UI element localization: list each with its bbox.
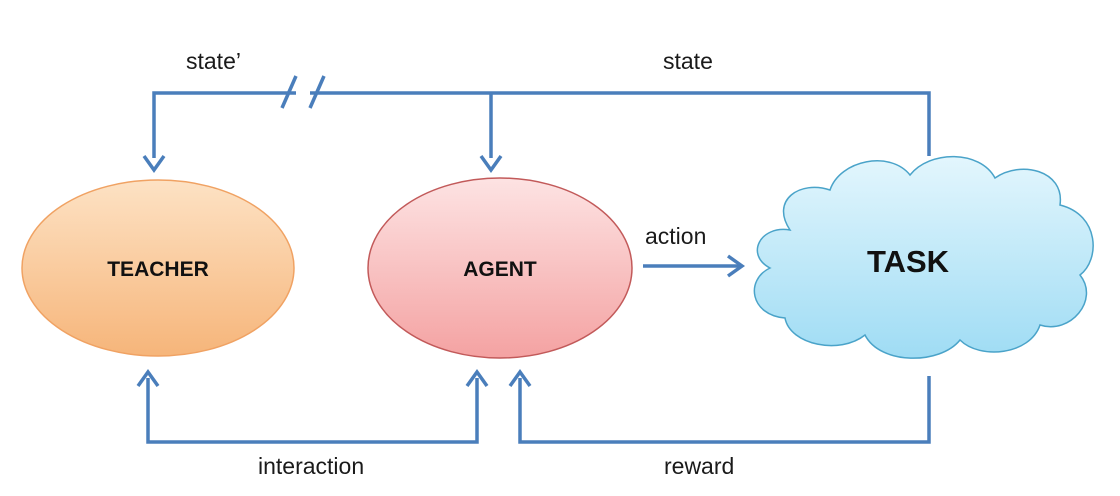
reward-label: reward — [664, 453, 734, 479]
task-node: TASK — [753, 155, 1094, 359]
action-label: action — [645, 223, 706, 249]
teacher-label: TEACHER — [107, 258, 209, 281]
break-mark-1 — [280, 75, 298, 109]
task-cloud — [753, 155, 1094, 359]
interaction-connector — [136, 368, 489, 444]
state-connector — [152, 75, 931, 158]
agent-label: AGENT — [463, 258, 537, 281]
state-prime-line — [152, 91, 296, 158]
state-label: state — [663, 48, 713, 74]
reward-connector — [508, 368, 931, 444]
state-line — [310, 91, 931, 156]
break-mark-2 — [308, 75, 326, 109]
arrowhead-to-agent — [479, 154, 503, 174]
task-label: TASK — [867, 244, 950, 279]
arrowhead-to-agent-bottom — [465, 368, 489, 388]
agent-node — [367, 177, 633, 359]
action-arrow — [643, 254, 746, 278]
arrowhead-to-teacher-bottom — [136, 368, 160, 388]
interaction-label: interaction — [258, 453, 364, 479]
arrowhead-reward-to-agent — [508, 368, 532, 388]
teacher-node — [21, 179, 295, 357]
arrowhead-to-teacher — [142, 154, 166, 174]
state-prime-label: state’ — [186, 48, 241, 74]
